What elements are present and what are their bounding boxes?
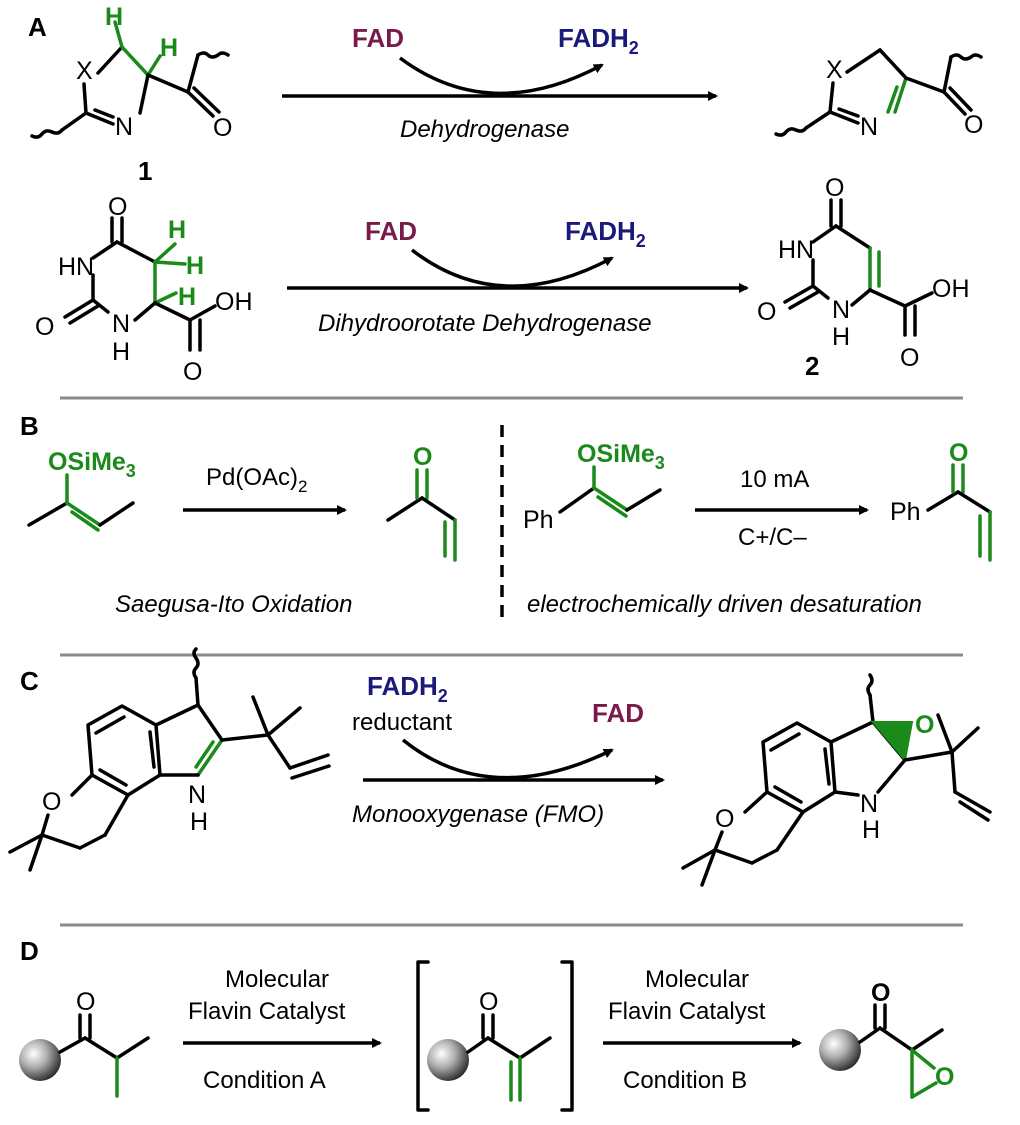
p-epoxide-o: O: [915, 711, 934, 739]
compound-1-label: 1: [138, 156, 152, 186]
enzyme-dhodh: Dihydroorotate Dehydrogenase: [318, 310, 652, 337]
p-indoline-h: H: [862, 816, 880, 844]
enzyme-fmo: Monooxygenase (FMO): [352, 801, 604, 828]
p-pyran-o: O: [715, 805, 734, 833]
panel-d: D O Molecular Flavin Catalyst Condition …: [19, 936, 954, 1112]
p-indoline-n: N: [860, 790, 878, 818]
silyl-enol-ether: OSiMe3: [27, 448, 136, 532]
electro-label: electrochemically driven desaturation: [527, 591, 922, 618]
enone-o: O: [413, 443, 432, 471]
panel-d-label: D: [20, 936, 39, 966]
panel-c-label: C: [20, 666, 39, 696]
do-h1: H: [168, 216, 186, 244]
saegusa-label: Saegusa-Ito Oxidation: [115, 591, 352, 618]
product-epoxide-o: O: [935, 1063, 954, 1091]
product-sphere-icon: [819, 1029, 861, 1071]
current-10ma: 10 mA: [740, 466, 809, 493]
enzyme-dehydrogenase: Dehydrogenase: [400, 116, 569, 143]
cofactor-fadh2: FADH2: [558, 23, 639, 58]
do-o-acid: O: [183, 358, 202, 386]
panel-a: A X N O H H 1: [28, 3, 983, 386]
hetero-x: X: [76, 57, 93, 85]
arrow-d1: Molecular Flavin Catalyst Condition A: [183, 966, 382, 1094]
phenyl-1: Ph: [523, 506, 554, 534]
enone-intermediate: O: [427, 988, 552, 1102]
arrow-b-right: 10 mA C+/C–: [695, 466, 869, 551]
step1-condition: Condition A: [203, 1067, 326, 1094]
enone-product-b1: O: [386, 443, 457, 562]
panel-c: C O N: [8, 647, 992, 887]
arrow-a-bottom: FAD FADH2 Dihydroorotate Dehydrogenase: [287, 216, 749, 337]
sm-indole-h: H: [190, 808, 208, 836]
do-o-top: O: [108, 193, 127, 221]
ring-n: N: [115, 113, 133, 141]
arrow-a-top: FAD FADH2 Dehydrogenase: [282, 23, 718, 143]
cofactor-fad-c: FAD: [592, 698, 644, 728]
dihydroorotate: O HN O N H H H H OH O: [35, 193, 253, 386]
or-hn: HN: [778, 236, 814, 264]
cofactor-fad-2: FAD: [365, 216, 417, 246]
h-bottom: H: [160, 34, 178, 62]
cofactor-fadh2-2: FADH2: [565, 216, 646, 251]
step2-line2: Flavin Catalyst: [608, 998, 766, 1025]
or-o-top: O: [825, 174, 844, 202]
silyl-group: OSiMe3: [48, 448, 136, 481]
epoxyindoline-product: O N H O: [681, 673, 992, 887]
do-hn: HN: [58, 253, 94, 281]
product-ketone-o: O: [871, 979, 890, 1007]
do-nh-n: N: [112, 310, 130, 338]
or-oh: OH: [932, 275, 970, 303]
h-top: H: [105, 3, 123, 31]
cofactor-fadh2-c: FADH2: [367, 671, 448, 706]
or-n: N: [832, 296, 850, 324]
reductant-label: reductant: [352, 709, 452, 736]
arrow-d2: Molecular Flavin Catalyst Condition B: [603, 966, 802, 1094]
enone-product-b2: Ph O: [890, 439, 992, 562]
do-o-left: O: [35, 313, 54, 341]
step1-line2: Flavin Catalyst: [188, 998, 346, 1025]
silyl-group-2: OSiMe3: [577, 440, 665, 473]
product-oxazole: X N O: [774, 48, 983, 141]
product-carbonyl-o: O: [964, 111, 983, 139]
arrow-c: FADH2 reductant FAD Monooxygenase (FMO): [352, 671, 665, 828]
sm-pyran-o: O: [42, 788, 61, 816]
product-ring-n: N: [860, 113, 878, 141]
pyranoindole-substrate: O N H: [8, 647, 331, 872]
do-nh-h: H: [112, 338, 130, 366]
phenyl-2: Ph: [890, 498, 921, 526]
intermediate-sphere-icon: [427, 1039, 469, 1081]
int-ketone-o: O: [479, 988, 498, 1016]
electrodes: C+/C–: [738, 524, 807, 551]
panel-b-label: B: [20, 411, 39, 441]
cofactor-fad: FAD: [352, 23, 404, 53]
arrow-b-left: Pd(OAc)2: [183, 464, 347, 515]
do-h3: H: [178, 283, 196, 311]
substrate-1: X N O H H 1: [30, 3, 232, 186]
carbonyl-o: O: [213, 114, 232, 142]
or-o-left: O: [757, 298, 776, 326]
or-o-acid: O: [900, 344, 919, 372]
epoxy-ketone-product: O O: [819, 979, 954, 1099]
do-oh: OH: [215, 288, 253, 316]
step2-condition: Condition B: [623, 1067, 747, 1094]
ketone-substrate: O: [19, 988, 150, 1098]
reagent-pd-oac2: Pd(OAc)2: [206, 464, 307, 496]
do-h2: H: [186, 252, 204, 280]
substrate-sphere-icon: [19, 1039, 61, 1081]
compound-2-label: 2: [805, 351, 819, 381]
bracket-left: [416, 960, 430, 1112]
ph-silyl-enol-ether: OSiMe3 Ph: [523, 440, 665, 534]
panel-b: B OSiMe3 Pd(OAc)2 O Saegusa-Ito Oxidatio…: [20, 411, 992, 618]
step1-line1: Molecular: [225, 966, 329, 993]
product-hetero-x: X: [826, 56, 843, 84]
bracket-right: [560, 960, 574, 1112]
sm-ketone-o: O: [76, 988, 95, 1016]
orotate-product: O HN O N H OH O 2: [757, 174, 970, 381]
enone-o-2: O: [949, 439, 968, 467]
sm-indole-n: N: [188, 781, 206, 809]
or-h: H: [832, 323, 850, 351]
step2-line1: Molecular: [645, 966, 749, 993]
panel-a-label: A: [28, 12, 47, 42]
